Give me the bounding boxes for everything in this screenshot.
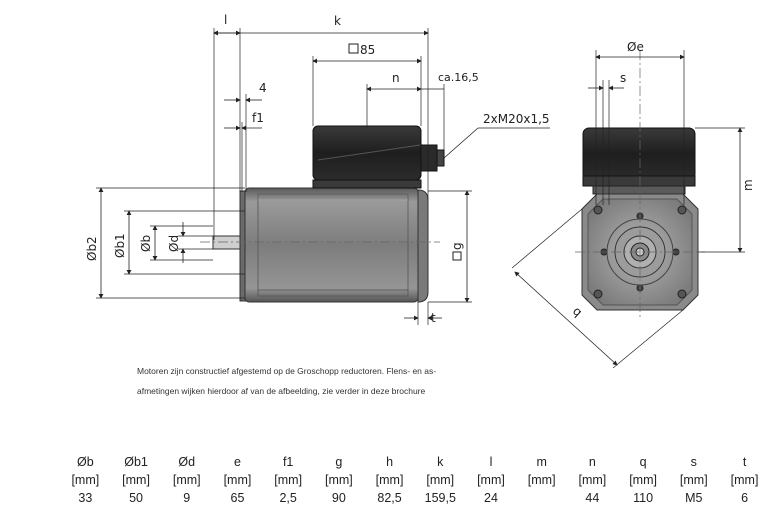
table-value-cell: 6 <box>741 491 749 505</box>
table-unit-cell: [mm] <box>629 473 657 487</box>
table-unit-cell: [mm] <box>477 473 505 487</box>
table-value-cell: M5 <box>685 491 703 505</box>
table-unit-cell: [mm] <box>172 473 201 487</box>
table-unit-cell: [mm] <box>223 473 252 487</box>
table-value-cell: 9 <box>183 491 191 505</box>
dim-label-t: t <box>431 311 436 325</box>
table-header-cell: s <box>690 455 697 469</box>
dim-label-b2: Øb2 <box>85 236 99 261</box>
table-values-row: 33 50 9 65 2,5 90 82,5 159,5 24 44 110 M5 6 <box>60 489 770 507</box>
motor-shaft <box>212 235 242 250</box>
dim-label-m: m <box>741 179 755 191</box>
table-header-row: Øb Øb1 Ød e f1 g h k l m n q s t <box>60 453 770 471</box>
svg-text:g: g <box>450 242 464 250</box>
terminal-box-front <box>582 127 696 181</box>
dim-label-f1: f1 <box>252 111 264 125</box>
table-unit-cell: [mm] <box>71 473 100 487</box>
table-units-row: [mm] [mm] [mm] [mm] [mm] [mm] [mm] [mm] [mm] [mm]… <box>60 471 770 489</box>
caption-line-1: Motoren zijn constructief afgestemd op d… <box>137 366 437 376</box>
table-header-cell: t <box>742 455 747 469</box>
dim-label-g: g <box>450 242 464 261</box>
side-view <box>96 28 550 325</box>
table-unit-cell: [mm] <box>679 473 708 487</box>
dim-label-thread: 2xM20x1,5 <box>483 112 550 126</box>
dim-label-s: s <box>620 71 626 85</box>
table-value-cell: 159,5 <box>424 491 456 505</box>
table-header-cell: g <box>335 455 343 469</box>
table-value-cell: 2,5 <box>279 491 297 505</box>
table-header-cell: l <box>489 455 493 469</box>
table-unit-cell: [mm] <box>274 473 303 487</box>
dim-label-4: 4 <box>259 81 267 95</box>
table-value-cell: 44 <box>585 491 600 505</box>
dim-label-k: k <box>334 14 341 28</box>
table-header-cell: f1 <box>282 455 294 469</box>
table-header-cell: Øb1 <box>124 455 148 469</box>
table-unit-cell: [mm] <box>527 473 556 487</box>
dim-label-l: l <box>224 13 227 27</box>
table-value-cell: 90 <box>331 491 346 505</box>
table-value-cell: 24 <box>484 491 498 505</box>
table-value-cell: 50 <box>129 491 143 505</box>
dim-label-b: Øb <box>139 235 153 252</box>
dim-label-n: n <box>392 71 400 85</box>
table-value-cell <box>516 489 567 507</box>
table-value-cell: 82,5 <box>377 491 402 505</box>
table-unit-cell: [mm] <box>122 473 150 487</box>
table-header-cell: n <box>588 455 596 469</box>
table-unit-cell: [mm] <box>375 473 404 487</box>
front-view <box>511 50 745 369</box>
table-unit-cell: [mm] <box>730 473 759 487</box>
motor-rear-cap <box>417 189 429 303</box>
table-header-cell: Øb <box>77 455 94 469</box>
table-unit-cell: [mm] <box>578 473 607 487</box>
dim-label-q: q <box>570 304 585 320</box>
table-header-cell: Ød <box>178 455 196 469</box>
table-value-cell: 33 <box>78 491 93 505</box>
dimension-labels: l k 85 n ca.16,5 4 f1 2xM20x1,5 Øb2 Øb1 … <box>85 13 755 325</box>
cable-gland <box>420 144 438 172</box>
dim-label-square-85: 85 <box>348 43 375 57</box>
dim-label-e: Øe <box>627 40 644 54</box>
dim-label-d: Ød <box>167 235 181 252</box>
table-unit-cell: [mm] <box>426 473 455 487</box>
table-value-cell: 65 <box>230 491 245 505</box>
dim-label-ca: ca.16,5 <box>438 71 479 84</box>
table-header-cell: k <box>437 455 444 469</box>
motor-body <box>244 187 419 303</box>
table-unit-cell: [mm] <box>324 473 353 487</box>
table-value-cell: 110 <box>633 491 654 505</box>
table-header-cell: e <box>233 455 241 469</box>
dim-label-b1: Øb1 <box>113 233 127 258</box>
table-header-cell: h <box>386 455 394 469</box>
caption-line-2: afmetingen wijken hierdoor af van de afb… <box>137 386 426 396</box>
svg-text:85: 85 <box>360 43 375 57</box>
table-header-cell: m <box>536 455 547 469</box>
table-header-cell: q <box>639 455 647 469</box>
